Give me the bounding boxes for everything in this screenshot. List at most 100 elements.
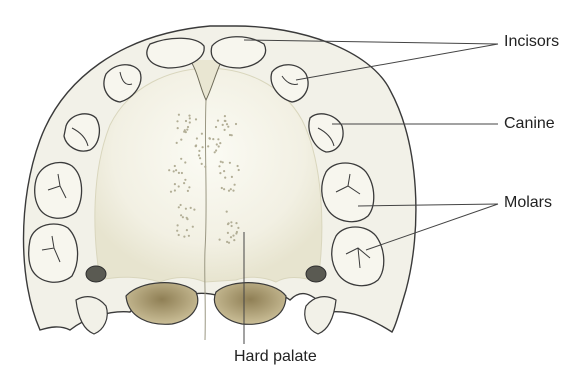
palate-stipple-dot — [232, 190, 234, 192]
palate-stipple-dot — [189, 117, 191, 119]
palate-stipple-dot — [230, 221, 232, 223]
palate-stipple-dot — [184, 161, 186, 163]
palate-stipple-dot — [237, 227, 239, 229]
palate-stipple-dot — [214, 151, 216, 153]
palate-stipple-dot — [185, 120, 187, 122]
label-canine: Canine — [504, 116, 555, 132]
label-hard-palate: Hard palate — [234, 349, 317, 365]
molar-left-2 — [29, 224, 78, 282]
palate-stipple-dot — [222, 161, 224, 163]
molar-left-1 — [35, 162, 82, 218]
palate-stipple-dot — [204, 166, 206, 168]
palate-stipple-dot — [174, 183, 176, 185]
palate-stipple-dot — [201, 163, 203, 165]
palate-stipple-dot — [230, 236, 232, 238]
palate-stipple-dot — [177, 127, 179, 129]
palate-stipple-dot — [176, 120, 178, 122]
palate-stipple-dot — [216, 143, 218, 145]
palate-stipple-dot — [168, 169, 170, 171]
palate-stipple-dot — [212, 138, 214, 140]
palate-stipple-dot — [180, 204, 182, 206]
palate-stipple-dot — [176, 142, 178, 144]
palate-stipple-dot — [196, 137, 198, 139]
palate-stipple-dot — [182, 216, 184, 218]
palate-stipple-dot — [178, 185, 180, 187]
palate-stipple-dot — [235, 222, 237, 224]
palate-stipple-dot — [215, 149, 217, 151]
palate-stipple-dot — [227, 232, 229, 234]
palate-stipple-dot — [224, 115, 226, 117]
palate-stipple-dot — [183, 131, 185, 133]
palate-stipple-dot — [188, 115, 190, 117]
palate-stipple-dot — [226, 123, 228, 125]
palate-stipple-dot — [234, 184, 236, 186]
palate-stipple-dot — [181, 172, 183, 174]
palate-stipple-dot — [193, 209, 195, 211]
palate-stipple-dot — [219, 172, 221, 174]
palate-stipple-dot — [186, 129, 188, 131]
canine-left — [64, 114, 99, 151]
molar-right-1 — [322, 163, 374, 222]
palate-stipple-dot — [219, 142, 221, 144]
palate-stipple-dot — [198, 150, 200, 152]
palate-stipple-dot — [235, 123, 237, 125]
palate-stipple-dot — [180, 214, 182, 216]
palate-stipple-dot — [224, 120, 226, 122]
palate-stipple-dot — [231, 176, 233, 178]
palate-stipple-dot — [222, 124, 224, 126]
palate-stipple-dot — [238, 169, 240, 171]
palate-stipple-dot — [178, 114, 180, 116]
palate-stipple-dot — [237, 165, 239, 167]
palate-stipple-dot — [177, 224, 179, 226]
palate-stipple-dot — [235, 232, 237, 234]
palate-stipple-dot — [207, 145, 209, 147]
palate-stipple-dot — [185, 208, 187, 210]
palate-stipple-dot — [195, 118, 197, 120]
palate-stipple-dot — [228, 242, 230, 244]
palate-stipple-dot — [226, 211, 228, 213]
palate-stipple-dot — [173, 170, 175, 172]
palate-stipple-dot — [186, 217, 188, 219]
palate-stipple-dot — [230, 188, 232, 190]
palate-stipple-dot — [187, 126, 189, 128]
palate-stipple-dot — [178, 206, 180, 208]
palate-stipple-dot — [183, 182, 185, 184]
palate-stipple-dot — [217, 120, 219, 122]
palate-stipple-dot — [195, 145, 197, 147]
label-incisors: Incisors — [504, 34, 559, 50]
palate-stipple-dot — [218, 165, 220, 167]
palate-stipple-dot — [223, 188, 225, 190]
palate-stipple-dot — [184, 179, 186, 181]
palate-stipple-dot — [229, 162, 231, 164]
palate-stipple-dot — [229, 134, 231, 136]
palate-stipple-dot — [201, 133, 203, 135]
palate-stipple-dot — [218, 145, 220, 147]
palate-stipple-dot — [175, 169, 177, 171]
palate-stipple-dot — [178, 234, 180, 236]
palate-stipple-dot — [183, 236, 185, 238]
palate-stipple-dot — [188, 186, 190, 188]
palate-stipple-dot — [192, 226, 194, 228]
palate-stipple-dot — [219, 239, 221, 241]
palate-stipple-dot — [233, 239, 235, 241]
palate-stipple-dot — [232, 235, 234, 237]
palate-stipple-dot — [174, 189, 176, 191]
molar-right-2 — [332, 227, 384, 286]
palate-stipple-dot — [215, 126, 217, 128]
palate-stipple-dot — [178, 172, 180, 174]
palate-stipple-dot — [220, 161, 222, 163]
palate-stipple-dot — [187, 190, 189, 192]
palate-stipple-dot — [231, 225, 233, 227]
palate-stipple-dot — [190, 207, 192, 209]
label-molars: Molars — [504, 195, 552, 211]
palate-stipple-dot — [180, 139, 182, 141]
palate-stipple-dot — [199, 157, 201, 159]
palate-stipple-dot — [174, 165, 176, 167]
palate-stipple-dot — [224, 177, 226, 179]
palate-stipple-dot — [226, 241, 228, 243]
palate-stipple-dot — [227, 126, 229, 128]
palate-stipple-dot — [186, 229, 188, 231]
palate-stipple-dot — [227, 223, 229, 225]
